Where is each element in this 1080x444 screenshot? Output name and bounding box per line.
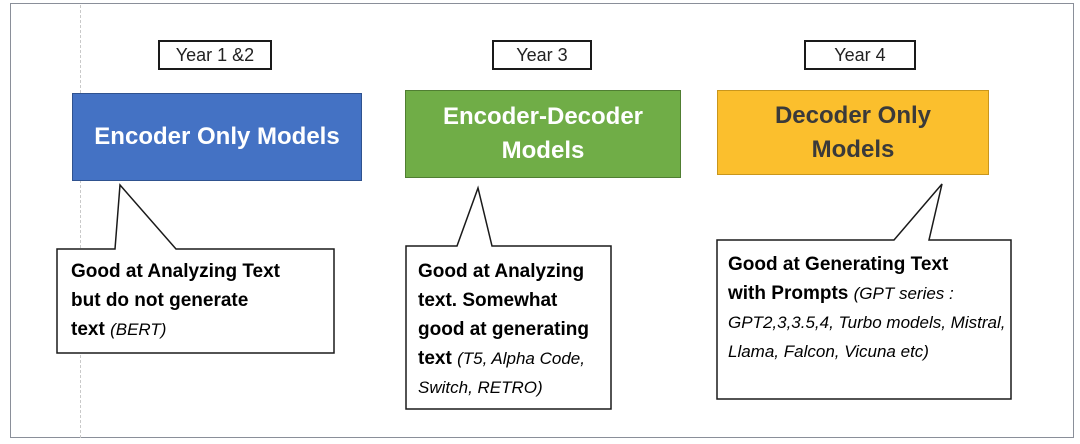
year-text: Year 4 bbox=[834, 44, 886, 65]
callout-text-1: Good at Analyzing Text but do not genera… bbox=[71, 257, 329, 344]
callout-bold-line: text. Somewhat bbox=[418, 290, 558, 311]
callout-bubble-2 bbox=[405, 185, 612, 410]
callout-text-2: Good at Analyzing text. Somewhat good at… bbox=[418, 257, 608, 402]
callout-bold-line: with Prompts bbox=[728, 283, 849, 304]
encoder-only-models-box: Encoder Only Models bbox=[72, 93, 362, 181]
model-title: Decoder Only Models bbox=[774, 101, 932, 163]
callout-bold-line: Good at Generating Text bbox=[728, 254, 949, 275]
callout-bold-line: but do not generate bbox=[71, 290, 249, 311]
year-text: Year 3 bbox=[516, 44, 568, 65]
year-text: Year 1 &2 bbox=[175, 44, 255, 65]
callout-examples: (T5, Alpha Code, Switch, RETRO) bbox=[418, 349, 585, 397]
dashed-guide-line bbox=[80, 5, 81, 438]
year-label-3: Year 3 bbox=[492, 40, 592, 70]
callout-bold-line: good at generating bbox=[418, 319, 589, 340]
callout-bubble-3 bbox=[716, 183, 1012, 400]
year-label-4: Year 4 bbox=[804, 40, 916, 70]
model-title: Encoder Only Models bbox=[94, 123, 340, 150]
callout-bold-line: Good at Analyzing bbox=[418, 261, 585, 282]
year-label-1-2: Year 1 &2 bbox=[158, 40, 272, 70]
model-title: Encoder-Decoder Models bbox=[442, 103, 644, 164]
callout-text-3: Good at Generating Text with Prompts (GP… bbox=[728, 250, 1008, 366]
callout-bubble-1 bbox=[56, 183, 335, 354]
callout-bold-line: Good at Analyzing Text bbox=[71, 261, 281, 282]
diagram-frame bbox=[10, 3, 1074, 438]
encoder-decoder-models-box: Encoder-Decoder Models bbox=[405, 90, 681, 178]
decoder-only-models-box: Decoder Only Models bbox=[717, 90, 989, 175]
callout-bold-line: text bbox=[418, 348, 452, 369]
callout-examples: (GPT series : GPT2,3,3.5,4, Turbo models… bbox=[728, 284, 1006, 361]
callout-examples: (BERT) bbox=[110, 320, 167, 339]
callout-bold-line: text bbox=[71, 319, 105, 340]
